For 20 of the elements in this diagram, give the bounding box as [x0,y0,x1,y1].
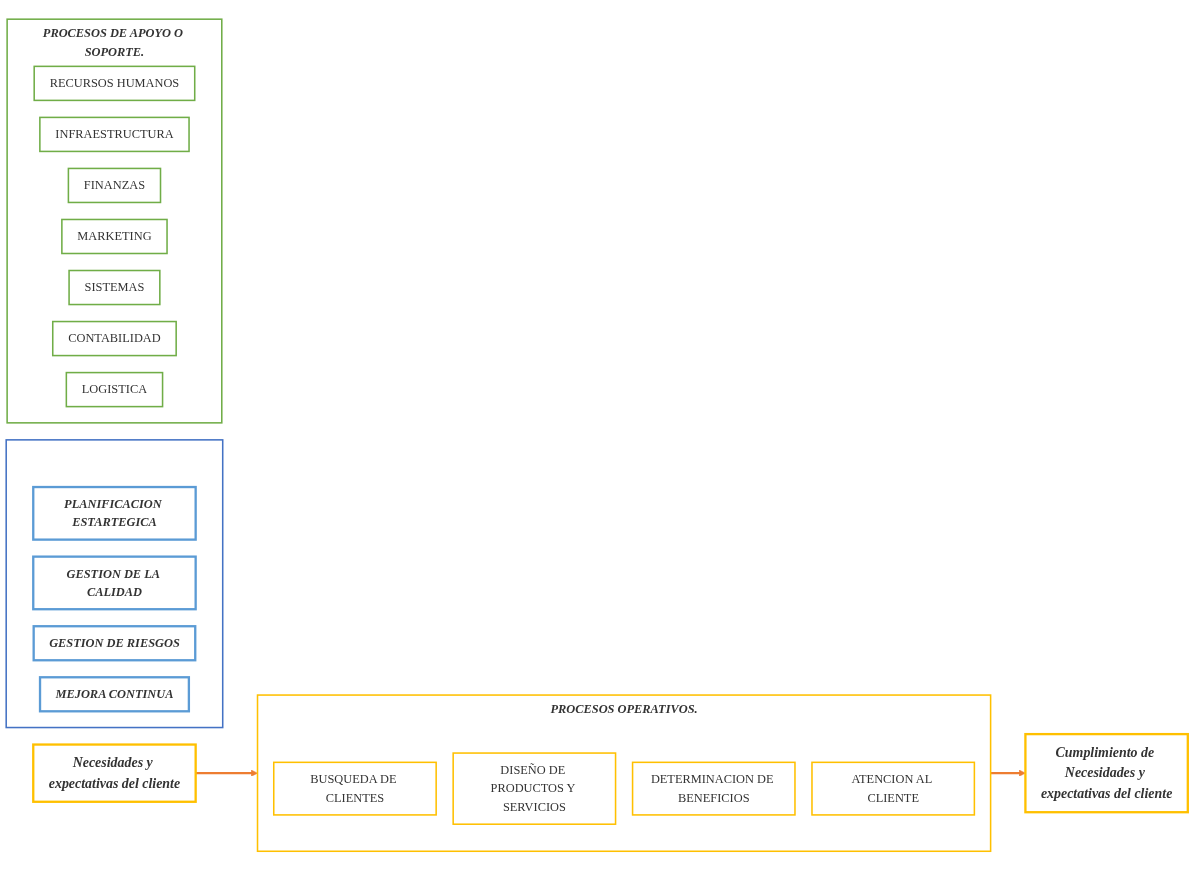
node-box: RECURSOS HUMANOS [33,65,196,101]
node-box: GESTION DE LA CALIDAD [32,555,197,611]
cluster [5,438,224,729]
node-box: INFRAESTRUCTURA [39,116,190,152]
node-box: Cumplimiento de Necesidades y expectativas del cliente [1024,732,1189,814]
node-box: LOGISTICA [65,371,164,408]
node-box: BUSQUEDA DE CLIENTES [273,761,437,816]
node-box: CONTABILIDAD [51,320,177,357]
node-box: PLANIFICACION ESTARTEGICA [32,485,197,541]
node-box: Necesidades y expectativas del cliente [32,743,197,803]
node-box: GESTION DE RIESGOS [32,624,197,662]
node-box: ATENCION AL CLIENTE [811,761,976,816]
node-box: DETERMINACION DE BENEFICIOS [631,761,796,816]
node-box: FINANZAS [67,167,162,203]
node-box: DISEÑO DE PRODUCTOS Y SERVICIOS [452,752,617,825]
node-box: SISTEMAS [68,269,161,306]
node-box: MEJORA CONTINUA [38,675,191,713]
arrow [195,769,258,777]
arrow [990,769,1026,777]
node-box: MARKETING [61,218,168,255]
